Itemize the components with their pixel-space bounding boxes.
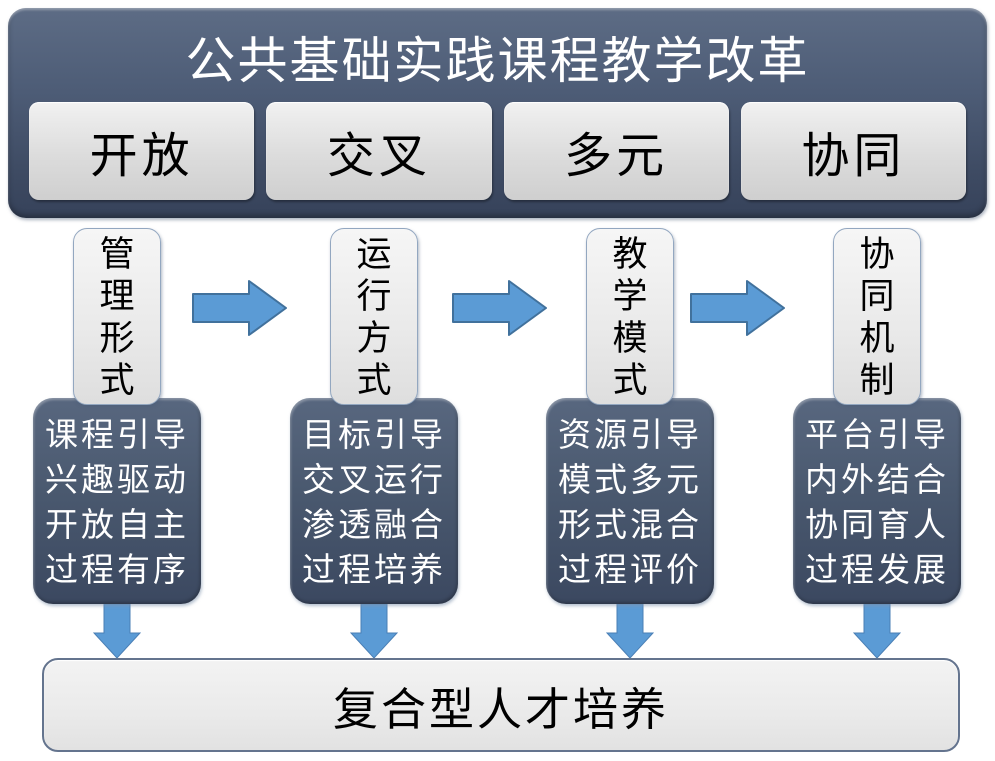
column-label-teaching: 教学模式 (586, 228, 674, 405)
column-label-coordination: 协同机制 (833, 228, 921, 405)
detail-line: 渗透融合 (302, 508, 446, 544)
detail-line: 目标引导 (302, 418, 446, 454)
detail-line: 资源引导 (558, 418, 702, 454)
detail-line: 协同育人 (805, 508, 949, 544)
column-label-text: 运行方式 (356, 235, 392, 400)
arrow-right-icon (690, 280, 785, 336)
detail-line: 内外结合 (805, 463, 949, 499)
keyword-box-collaborative: 协同 (740, 102, 966, 200)
arrow-right-icon (452, 280, 547, 336)
detail-line: 形式混合 (558, 508, 702, 544)
footer-result-box: 复合型人才培养 (42, 658, 960, 752)
arrow-down-icon (853, 604, 901, 659)
detail-line: 交叉运行 (302, 463, 446, 499)
detail-line: 过程评价 (558, 553, 702, 589)
detail-line: 过程发展 (805, 553, 949, 589)
detail-line: 模式多元 (558, 463, 702, 499)
column-label-operation: 运行方式 (330, 228, 418, 405)
keyword-box-open: 开放 (29, 102, 255, 200)
column-label-text: 协同机制 (859, 235, 895, 400)
detail-line: 平台引导 (805, 418, 949, 454)
column-label-text: 教学模式 (612, 235, 648, 400)
keyword-box-diverse: 多元 (503, 102, 729, 200)
arrow-right-icon (192, 280, 287, 336)
detail-box-management: 课程引导 兴趣驱动 开放自主 过程有序 (33, 398, 201, 604)
detail-line: 课程引导 (45, 418, 189, 454)
detail-box-coordination: 平台引导 内外结合 协同育人 过程发展 (793, 398, 961, 604)
detail-line: 开放自主 (45, 508, 189, 544)
column-label-management: 管理形式 (73, 228, 161, 405)
footer-result-text: 复合型人才培养 (332, 683, 669, 735)
arrow-down-icon (350, 604, 398, 659)
detail-line: 过程培养 (302, 553, 446, 589)
keyword-box-cross: 交叉 (266, 102, 492, 200)
diagram-title: 公共基础实践课程教学改革 (185, 33, 810, 89)
arrow-down-icon (606, 604, 654, 659)
detail-line: 兴趣驱动 (45, 463, 189, 499)
detail-box-teaching: 资源引导 模式多元 形式混合 过程评价 (546, 398, 714, 604)
detail-box-operation: 目标引导 交叉运行 渗透融合 过程培养 (290, 398, 458, 604)
keyword-row: 开放 交叉 多元 协同 (29, 102, 966, 200)
column-label-text: 管理形式 (99, 235, 135, 400)
arrow-down-icon (93, 604, 141, 659)
header-panel: 公共基础实践课程教学改革 开放 交叉 多元 协同 (8, 8, 987, 218)
detail-line: 过程有序 (45, 553, 189, 589)
